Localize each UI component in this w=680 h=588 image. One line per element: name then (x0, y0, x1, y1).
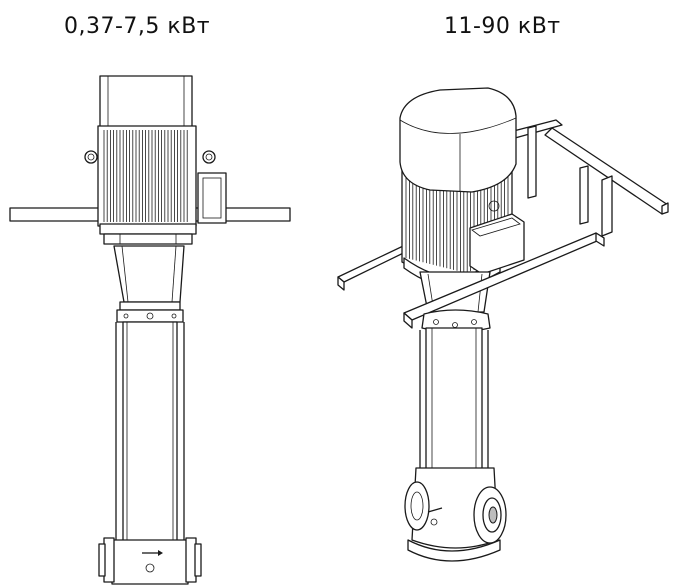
small-pump-drawing (9, 75, 291, 585)
large-pump-drawing (337, 87, 669, 562)
caption-large-pump-power: 11-90 кВт (444, 14, 561, 39)
caption-small-pump-power: 0,37-7,5 кВт (64, 14, 211, 39)
